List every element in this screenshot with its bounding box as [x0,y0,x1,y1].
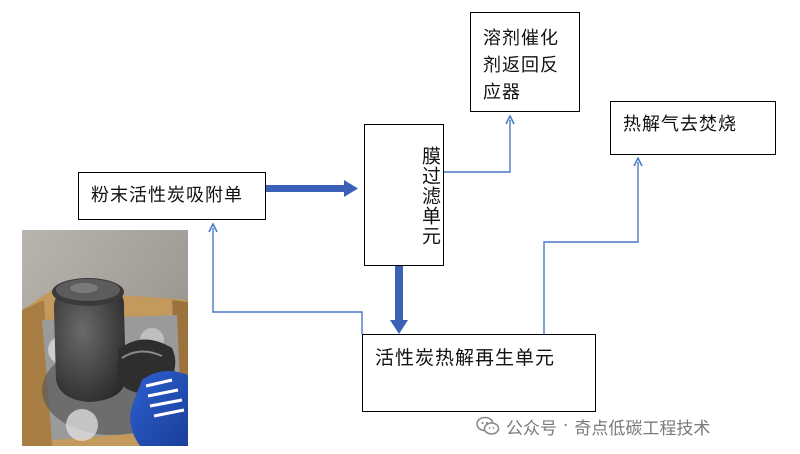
solvent-catalyst-return-box: 溶剂催化剂返回反应器 [470,12,580,112]
watermark: 公众号 · 奇点低碳工程技术 [476,414,711,439]
watermark-prefix: 公众号 [506,418,557,439]
arrow-adsorption-to-membrane [266,180,358,197]
adsorption-unit-box: 粉末活性炭吸附单 [78,172,266,220]
arrow-regeneration-to-adsorption [213,228,363,334]
solvent-catalyst-return-label: 溶剂催化剂返回反应器 [483,28,559,103]
membrane-filtration-unit-label: 膜过滤单元 [419,146,441,246]
arrow-membrane-to-solvent [444,120,510,173]
watermark-separator: · [563,416,569,436]
arrow-regeneration-to-pyrolysis-gas [543,162,638,334]
pyrolysis-gas-incineration-box: 热解气去焚烧 [610,101,776,155]
adsorption-unit-label: 粉末活性炭吸附单 [91,185,243,206]
pyrolysis-gas-incineration-label: 热解气去焚烧 [623,114,737,135]
carbon-regeneration-unit-label: 活性炭热解再生单元 [375,347,556,369]
watermark-account: 奇点低碳工程技术 [574,418,711,439]
membrane-filtration-unit-box: 膜过滤单元 [364,124,444,266]
carbon-regeneration-unit-box: 活性炭热解再生单元 [362,334,596,412]
activated-carbon-photo [22,230,188,446]
arrow-membrane-to-regeneration [390,266,408,334]
wechat-icon [476,416,500,435]
